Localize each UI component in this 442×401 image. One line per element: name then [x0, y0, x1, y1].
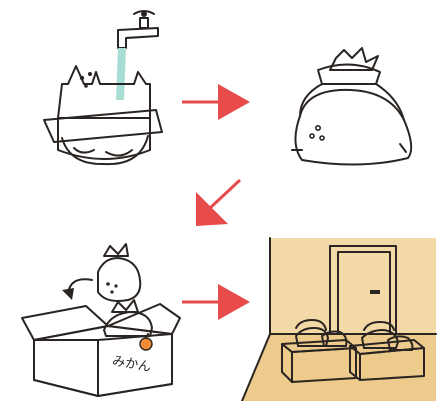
bag-in-bucket	[44, 66, 162, 164]
room-floor	[242, 334, 436, 401]
box-label: みかん	[111, 354, 152, 376]
water-bag-icon	[292, 48, 411, 165]
faucet-icon	[118, 11, 158, 48]
arrow-right-2	[182, 284, 250, 320]
arrow-right-1	[182, 84, 250, 120]
step-fill-bag	[44, 11, 162, 164]
arrow-down-left	[196, 180, 240, 226]
step-tied-bag	[292, 48, 411, 165]
cardboard-box-icon: みかん	[22, 300, 180, 396]
step-room	[242, 238, 436, 401]
falling-water-bag	[98, 244, 140, 301]
water-stream	[116, 48, 126, 100]
step-pack-box: みかん	[22, 244, 180, 396]
